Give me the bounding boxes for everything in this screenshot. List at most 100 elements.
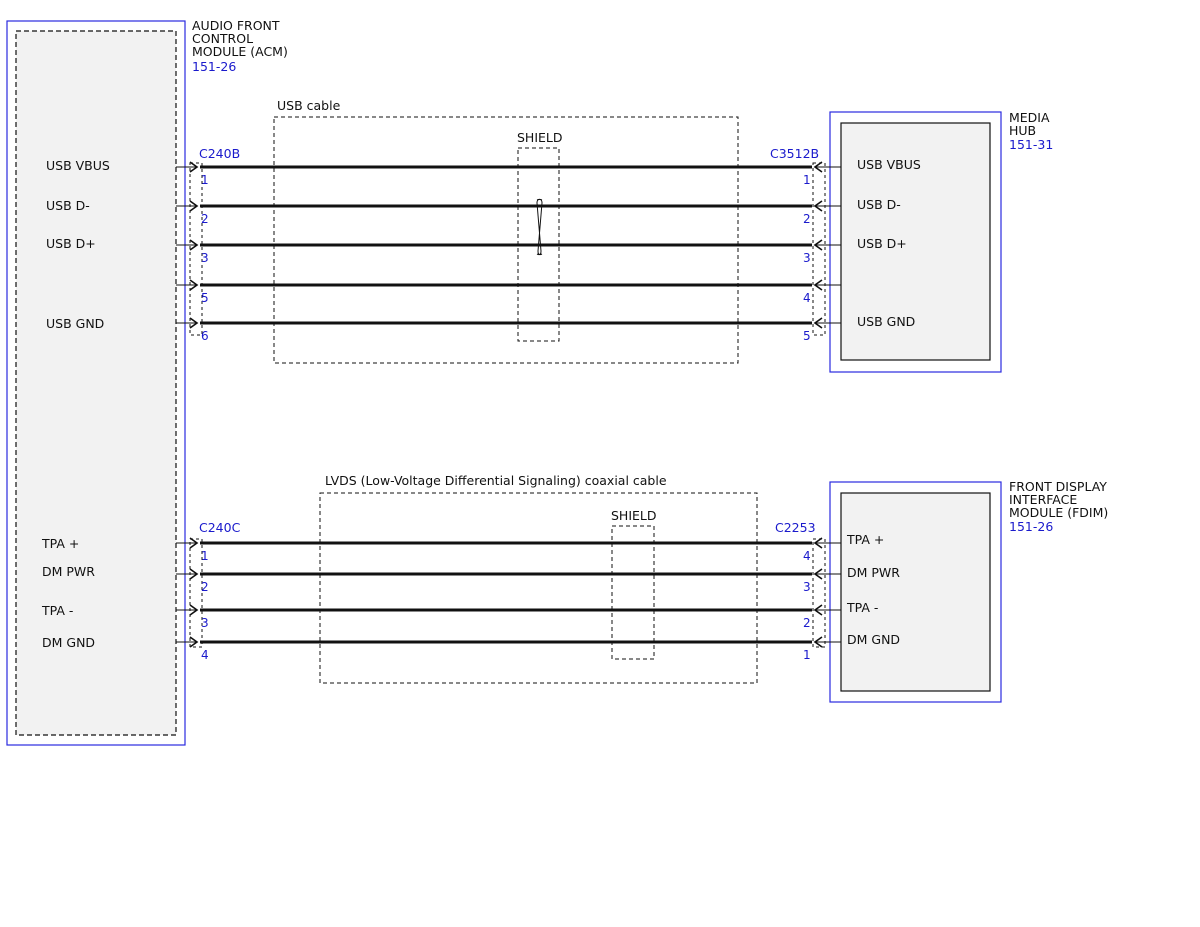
fdim-outer-border: [829, 481, 1002, 703]
right-terminal-icon: [813, 317, 823, 329]
usb-shield-label: SHIELD: [517, 130, 563, 145]
lvds-cable-boundary: [319, 492, 758, 684]
connector-c240c-body: [189, 538, 203, 648]
right-pin-number: 2: [803, 616, 811, 630]
right-terminal-icon: [813, 636, 823, 648]
connector-c2253-label[interactable]: C2253: [775, 520, 816, 535]
acm-module: AUDIO FRONT CONTROL MODULE (ACM) 151-26: [6, 18, 288, 746]
right-pin-number: 1: [803, 173, 811, 187]
wire-row: USB D+ 3 3 USB D+: [46, 236, 907, 265]
wire-row: TPA - 3 2 TPA -: [41, 600, 878, 630]
media-hub-title-line-1: MEDIA: [1009, 110, 1050, 125]
lvds-cable-label: LVDS (Low-Voltage Differential Signaling…: [325, 473, 667, 488]
right-pin-number: 3: [803, 251, 811, 265]
lvds-cable: LVDS (Low-Voltage Differential Signaling…: [41, 473, 900, 684]
media-hub-module: MEDIA HUB 151-31: [829, 110, 1053, 373]
connector-c2253-body: [812, 538, 826, 648]
acm-title-line-1: AUDIO FRONT: [192, 18, 280, 33]
fdim-title-line-2: INTERFACE: [1009, 492, 1077, 507]
right-pin-number: 1: [803, 648, 811, 662]
left-signal-label: TPA +: [41, 536, 79, 551]
left-terminal-icon: [189, 568, 199, 580]
left-signal-label: DM PWR: [42, 564, 95, 579]
wire-row: USB VBUS 1 1 USB VBUS: [46, 157, 921, 187]
left-pin-number: 5: [201, 291, 209, 305]
right-pin-number: 2: [803, 212, 811, 226]
right-terminal-icon: [813, 568, 823, 580]
fdim-title-line-3: MODULE (FDIM): [1009, 505, 1108, 520]
fdim-module: FRONT DISPLAY INTERFACE MODULE (FDIM) 15…: [829, 479, 1108, 703]
left-terminal-icon: [189, 537, 199, 549]
media-hub-outer-border: [829, 111, 1002, 373]
left-signal-label: TPA -: [41, 603, 73, 618]
right-terminal-icon: [813, 279, 823, 291]
right-signal-label: USB D+: [857, 236, 907, 251]
right-terminal-icon: [813, 200, 823, 212]
right-signal-label: DM GND: [847, 632, 900, 647]
right-pin-number: 3: [803, 580, 811, 594]
acm-inner-border: [15, 30, 177, 736]
left-terminal-icon: [189, 604, 199, 616]
left-terminal-icon: [189, 636, 199, 648]
left-pin-number: 1: [201, 173, 209, 187]
media-hub-reference[interactable]: 151-31: [1009, 137, 1053, 152]
connector-c240b-label[interactable]: C240B: [199, 146, 240, 161]
usb-cable-boundary: [273, 116, 739, 364]
media-hub-inner-border: [840, 122, 991, 361]
left-signal-label: USB D+: [46, 236, 96, 251]
lvds-shield-label: SHIELD: [611, 508, 657, 523]
right-pin-number: 5: [803, 329, 811, 343]
acm-reference[interactable]: 151-26: [192, 59, 236, 74]
left-pin-number: 2: [201, 580, 209, 594]
usb-cable: USB cable SHIELD C240B C3512B USB VBUS 1 1…: [46, 98, 921, 364]
fdim-reference[interactable]: 151-26: [1009, 519, 1053, 534]
left-terminal-icon: [189, 200, 199, 212]
connector-c3512b-body: [812, 162, 826, 336]
left-pin-number: 3: [201, 616, 209, 630]
acm-outer-border: [6, 20, 186, 746]
media-hub-body: [841, 123, 990, 360]
left-pin-number: 6: [201, 329, 209, 343]
acm-title-line-3: MODULE (ACM): [192, 44, 288, 59]
left-pin-number: 1: [201, 549, 209, 563]
right-terminal-icon: [813, 239, 823, 251]
wire-row: TPA + 1 4 TPA +: [41, 532, 884, 563]
lvds-shield: [611, 525, 655, 660]
right-terminal-icon: [813, 537, 823, 549]
right-pin-number: 4: [803, 549, 811, 563]
right-signal-label: DM PWR: [847, 565, 900, 580]
right-signal-label: USB VBUS: [857, 157, 921, 172]
left-terminal-icon: [189, 279, 199, 291]
right-signal-label: USB GND: [857, 314, 915, 329]
connector-c240b-body: [189, 162, 203, 336]
right-signal-label: TPA -: [846, 600, 878, 615]
left-signal-label: USB GND: [46, 316, 104, 331]
fdim-inner-border: [840, 492, 991, 692]
media-hub-title-line-2: HUB: [1009, 123, 1036, 138]
left-pin-number: 3: [201, 251, 209, 265]
acm-body: [16, 31, 176, 735]
left-pin-number: 4: [201, 648, 209, 662]
left-signal-label: DM GND: [42, 635, 95, 650]
connector-c240c-label[interactable]: C240C: [199, 520, 241, 535]
usb-cable-label: USB cable: [277, 98, 341, 113]
left-signal-label: USB VBUS: [46, 158, 110, 173]
wire-row: DM GND 4 1 DM GND: [42, 632, 900, 662]
left-signal-label: USB D-: [46, 198, 90, 213]
left-terminal-icon: [189, 239, 199, 251]
right-terminal-icon: [813, 161, 823, 173]
connector-c3512b-label[interactable]: C3512B: [770, 146, 819, 161]
right-terminal-icon: [813, 604, 823, 616]
right-signal-label: TPA +: [846, 532, 884, 547]
fdim-title-line-1: FRONT DISPLAY: [1009, 479, 1107, 494]
usb-twisted-pair-mark-2: [536, 198, 543, 256]
right-pin-number: 4: [803, 291, 811, 305]
right-signal-label: USB D-: [857, 197, 901, 212]
wire-row: DM PWR 2 3 DM PWR: [42, 564, 900, 594]
fdim-body: [841, 493, 990, 691]
